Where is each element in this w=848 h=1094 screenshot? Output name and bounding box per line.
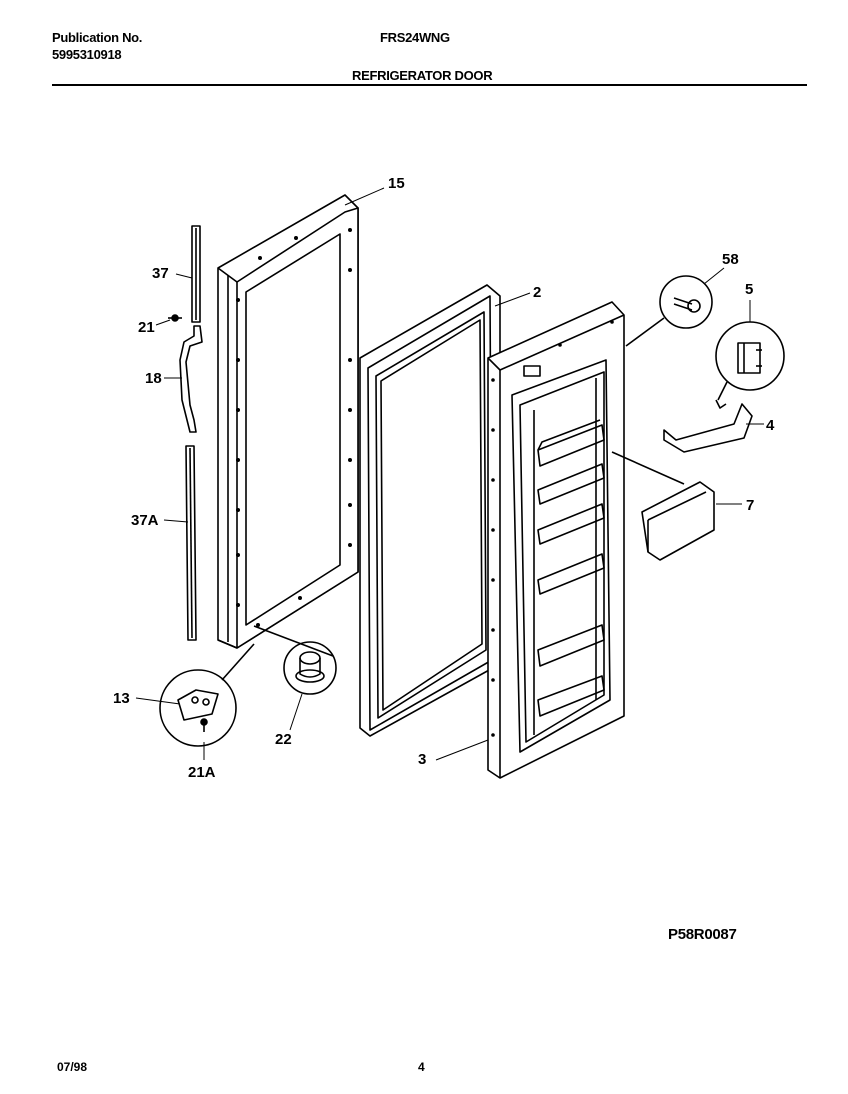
door-handle	[179, 325, 203, 433]
bottom-hinge-detail	[159, 643, 255, 747]
callout-13: 13	[113, 690, 130, 707]
header-rule	[52, 84, 807, 86]
callout-15: 15	[388, 175, 405, 192]
leader-lines	[135, 187, 764, 761]
bushing-detail	[253, 625, 337, 695]
screw-21	[168, 314, 182, 322]
callout-21a: 21A	[188, 764, 216, 781]
door-shelves	[533, 378, 605, 735]
callout-7: 7	[746, 497, 754, 514]
callout-2: 2	[533, 284, 541, 301]
footer-page-number: 4	[418, 1060, 425, 1074]
callout-3: 3	[418, 751, 426, 768]
callout-37: 37	[152, 265, 169, 282]
model-number: FRS24WNG	[380, 30, 450, 45]
door-gasket	[359, 284, 501, 737]
diagram-code: P58R0087	[668, 926, 737, 943]
publication-label: Publication No.	[52, 30, 143, 45]
lower-trim-strip	[185, 445, 197, 641]
publication-number: 5995310918	[52, 47, 122, 62]
callout-22: 22	[275, 731, 292, 748]
screw-58-detail	[625, 275, 713, 347]
dairy-door-cover	[611, 451, 715, 561]
callout-37a: 37A	[131, 512, 159, 529]
callout-21: 21	[138, 319, 155, 336]
callout-18: 18	[145, 370, 162, 387]
callout-4: 4	[766, 417, 775, 434]
upper-trim-strip	[191, 225, 201, 323]
callout-58: 58	[722, 251, 739, 268]
callout-5: 5	[745, 281, 753, 298]
door-outer-panel	[217, 194, 359, 649]
shelf-retainer	[663, 399, 753, 453]
clip-detail	[715, 321, 785, 401]
door-inner-liner	[487, 301, 625, 779]
section-title: REFRIGERATOR DOOR	[352, 68, 493, 83]
footer-date: 07/98	[57, 1060, 88, 1074]
